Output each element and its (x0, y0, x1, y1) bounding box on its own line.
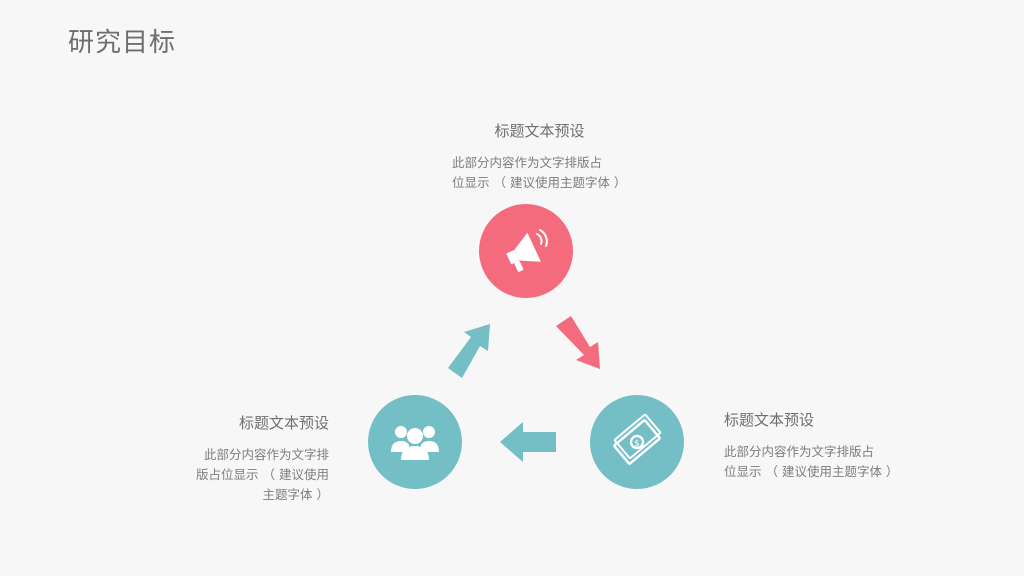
arrow-top-to-right-shape (556, 316, 600, 369)
svg-text:$: $ (634, 439, 640, 449)
top-circle (479, 204, 573, 298)
top-desc-line-1: 此部分内容作为文字排版占 (452, 155, 603, 170)
right-description: 此部分内容作为文字排版占 位显示 （ 建议使用主题字体 ） (724, 442, 904, 482)
top-description: 此部分内容作为文字排版占 位显示 （ 建议使用主题字体 ） (452, 153, 627, 193)
right-text-block: 标题文本预设 此部分内容作为文字排版占 位显示 （ 建议使用主题字体 ） (724, 409, 904, 482)
left-desc-line-1: 此部分内容作为文字排 (203, 447, 329, 462)
right-desc-line-1: 此部分内容作为文字排版占 (724, 444, 875, 459)
left-heading: 标题文本预设 (238, 414, 329, 432)
arrow-left-to-top-shape (448, 324, 490, 378)
top-desc-line-2: 位显示 （ 建议使用主题字体 ） (452, 175, 627, 190)
top-heading: 标题文本预设 (494, 122, 585, 140)
right-circle: $ (590, 395, 684, 489)
right-heading: 标题文本预设 (724, 411, 815, 429)
arrow-right-to-left (500, 422, 556, 462)
left-description: 此部分内容作为文字排 版占位显示 （ 建议使用 主题字体 ） (176, 445, 329, 505)
arrow-left-to-top (448, 324, 490, 378)
top-text-block: 标题文本预设 此部分内容作为文字排版占 位显示 （ 建议使用主题字体 ） (452, 120, 627, 193)
arrow-right-to-left-shape (500, 422, 556, 462)
left-text-block: 标题文本预设 此部分内容作为文字排 版占位显示 （ 建议使用 主题字体 ） (176, 412, 329, 505)
money-bill-icon: $ (613, 414, 662, 465)
arrow-top-to-right (556, 316, 600, 369)
people-group-icon (391, 426, 439, 460)
page-title: 研究目标 (68, 28, 177, 58)
left-desc-line-3: 主题字体 ） (262, 487, 329, 502)
left-circle (368, 395, 462, 489)
megaphone-icon (506, 229, 548, 272)
right-desc-line-2: 位显示 （ 建议使用主题字体 ） (724, 464, 899, 479)
left-desc-line-2: 版占位显示 （ 建议使用 (196, 467, 329, 482)
